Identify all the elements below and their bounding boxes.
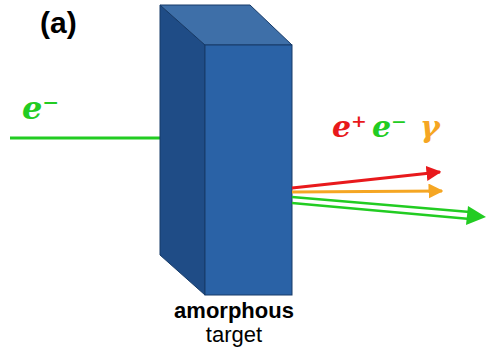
particle-label: e⁺ (332, 112, 367, 142)
gamma-beam (292, 191, 442, 192)
target-front-face (205, 45, 292, 295)
target-caption: amorphous (174, 300, 294, 322)
target-top-face (160, 5, 292, 45)
target-caption-sub: target (206, 324, 262, 346)
target-side-face (160, 5, 205, 295)
positron-electron-beam (292, 172, 440, 188)
outgoing-arrowhead (466, 206, 486, 225)
target-box: amorphoustarget (160, 5, 292, 295)
particle-label: e⁻ (372, 112, 407, 142)
particle-label: γ (420, 112, 440, 142)
panel-label: (a) (40, 8, 77, 38)
outgoing-electron-beam (292, 203, 470, 219)
particle-label: e⁻ (22, 92, 59, 124)
